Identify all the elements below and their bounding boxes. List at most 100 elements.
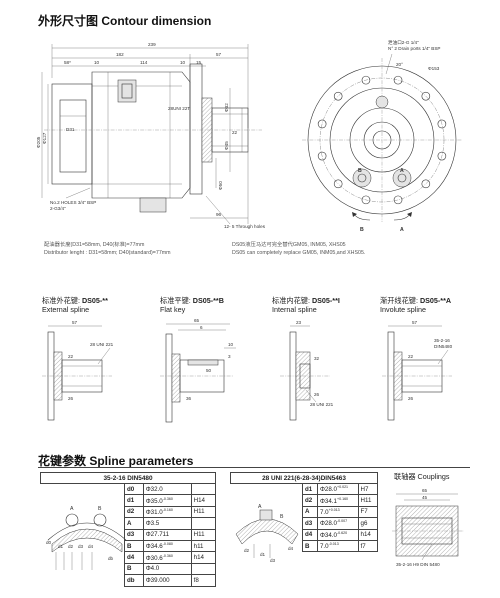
din5463-tol-class: g6 [357, 517, 378, 530]
din5480-key: A [124, 517, 144, 530]
rotation-a-label: A [400, 227, 404, 233]
din5463-tol-class: H7 [357, 482, 378, 496]
variant-external: 标准外花键: DS05-** External spline [42, 296, 108, 314]
int-dim-26: 26 [314, 392, 320, 397]
bolt-hole [437, 151, 447, 161]
din5480-value: Φ35.0-0.360 [142, 494, 192, 507]
din5463-key: d3 [302, 517, 318, 530]
din5463-value: Φ34.0-0.620 [316, 528, 359, 541]
key-dim-65: 65 [194, 318, 200, 323]
uni-sketch-d1: d1 [260, 552, 266, 557]
din5480-value: Φ3.5 [142, 517, 192, 530]
din5463-tolerance-sup: -0.013 [328, 542, 339, 547]
uni-sketch-a: A [258, 504, 262, 510]
variant-flatkey-code: DS05-**B [192, 296, 224, 305]
drain-port-cn: 泄油口2-G 1/4" [388, 39, 419, 46]
dim-239: 239 [148, 42, 156, 47]
port-b-label: B [358, 168, 362, 174]
variant-internal: 标准内花键: DS05-**I Internal spline [272, 296, 340, 314]
din5463-key: A [302, 505, 318, 519]
external-spline-drawing: 57 22 26 28 UNI 221 [42, 320, 114, 421]
din5480-tol-class [190, 562, 217, 576]
din-sketch-a: A [70, 506, 74, 512]
bolt-hole [317, 151, 327, 161]
variant-external-code: DS05-** [81, 296, 108, 305]
din5480-tolerance-sup: -0.360 [162, 553, 173, 558]
din5480-value-text: Φ32.0 [145, 485, 163, 493]
bolt-hole [333, 179, 343, 189]
dim-114: 114 [140, 60, 148, 65]
label-d31: D31 [66, 127, 75, 132]
din-sketch-db: db [108, 556, 114, 561]
din5463-value-text: 7.0 [319, 509, 329, 516]
uni-sketch-d4: d4 [288, 546, 294, 551]
din5463-tol-class: F7 [357, 505, 378, 519]
din5480-tolerance-sup: -0.160 [162, 507, 173, 512]
din-sketch-d0: d0 [46, 540, 52, 545]
ext-dim-57: 57 [72, 320, 78, 325]
drain-port-en: N° 2 Drain ports 1/4" BSP [388, 46, 441, 51]
din5480-value-text: Φ31.0 [145, 509, 163, 516]
note-distributor-cn: 配油器长度(D31=58mm, D40(标准)=77mm [44, 242, 145, 248]
dim-182: 182 [116, 52, 124, 57]
variant-flatkey-cn: 标准平键: [160, 296, 193, 305]
dim-phi205: Φ205 [36, 136, 41, 148]
variant-external-en: External spline [42, 305, 90, 314]
port-a-label: A [400, 168, 404, 174]
din5463-key: B [302, 539, 318, 553]
din5480-key: d1 [124, 494, 144, 507]
din5480-key: d0 [124, 482, 144, 496]
din5480-key: db [124, 574, 144, 587]
din5463-tol-class: f7 [357, 539, 378, 553]
din5480-tol-class [190, 482, 217, 496]
din5480-value: Φ32.0 [142, 482, 192, 496]
bolt-hole [393, 75, 403, 85]
din5480-value: Φ31.0-0.160 [142, 505, 192, 519]
din5463-value: Φ28.0+0.021 [316, 482, 359, 496]
label-28uni: 28UNI 22T [168, 106, 190, 111]
coupling-note: 35-2-16 H9 DIN 5480 [396, 562, 440, 567]
coupling-drawing: 65 45 35-2-16 H9 DIN 5480 [392, 488, 464, 567]
label-through-holes: 12- 5 Through holes [224, 224, 266, 229]
spline-title: 花键参数 Spline parameters [38, 454, 194, 468]
din5463-tol-class: h14 [357, 528, 378, 541]
din5480-key: d3 [124, 528, 144, 541]
din5480-value: Φ27.711 [142, 528, 192, 541]
din-sketch-d2: d2 [68, 544, 74, 549]
din5480-value-text: Φ39.000 [145, 576, 170, 584]
int-dim-32: 32 [314, 356, 320, 361]
din5480-tol-class: h14 [190, 551, 217, 564]
dim-phi45: Φ45 [224, 141, 229, 150]
variant-involute-en: Involute spline [380, 305, 426, 314]
internal-spline-drawing: 23 32 26 28 UNI 221 [280, 320, 334, 421]
flat-key-drawing: 65 6 10 3 50 36 [160, 318, 236, 423]
ext-dim-22: 22 [68, 354, 74, 359]
int-spline-tag: 28 UNI 221 [310, 402, 334, 407]
din5463-spline-sketch: A B d2 d1 d3 d4 [235, 504, 299, 563]
din5463-key: d4 [302, 528, 318, 541]
din5480-tol-class: H11 [190, 528, 217, 541]
int-dim-23: 23 [296, 320, 302, 325]
din5480-tol-class: f8 [190, 574, 217, 587]
side-view-drawing: 239 182 57 58* 10 114 10 15 96 Φ205 Φ127… [36, 42, 266, 229]
inv-dim-57: 57 [412, 320, 418, 325]
din5480-value-text: Φ27.711 [145, 531, 170, 539]
din5480-tolerance-sup: -0.360 [162, 496, 173, 501]
din5480-value-text: Φ35.0 [145, 497, 163, 505]
key-dim-36: 36 [186, 396, 192, 401]
din5463-tolerance-sup: +0.013 [328, 507, 340, 512]
uni-sketch-d2: d2 [244, 548, 250, 553]
din-sketch-d3: d3 [78, 544, 84, 549]
din5480-value: Φ34.6-0.080 [142, 539, 192, 553]
dim-phi50: Φ50 [218, 181, 223, 190]
key-dim-50: 50 [206, 368, 212, 373]
